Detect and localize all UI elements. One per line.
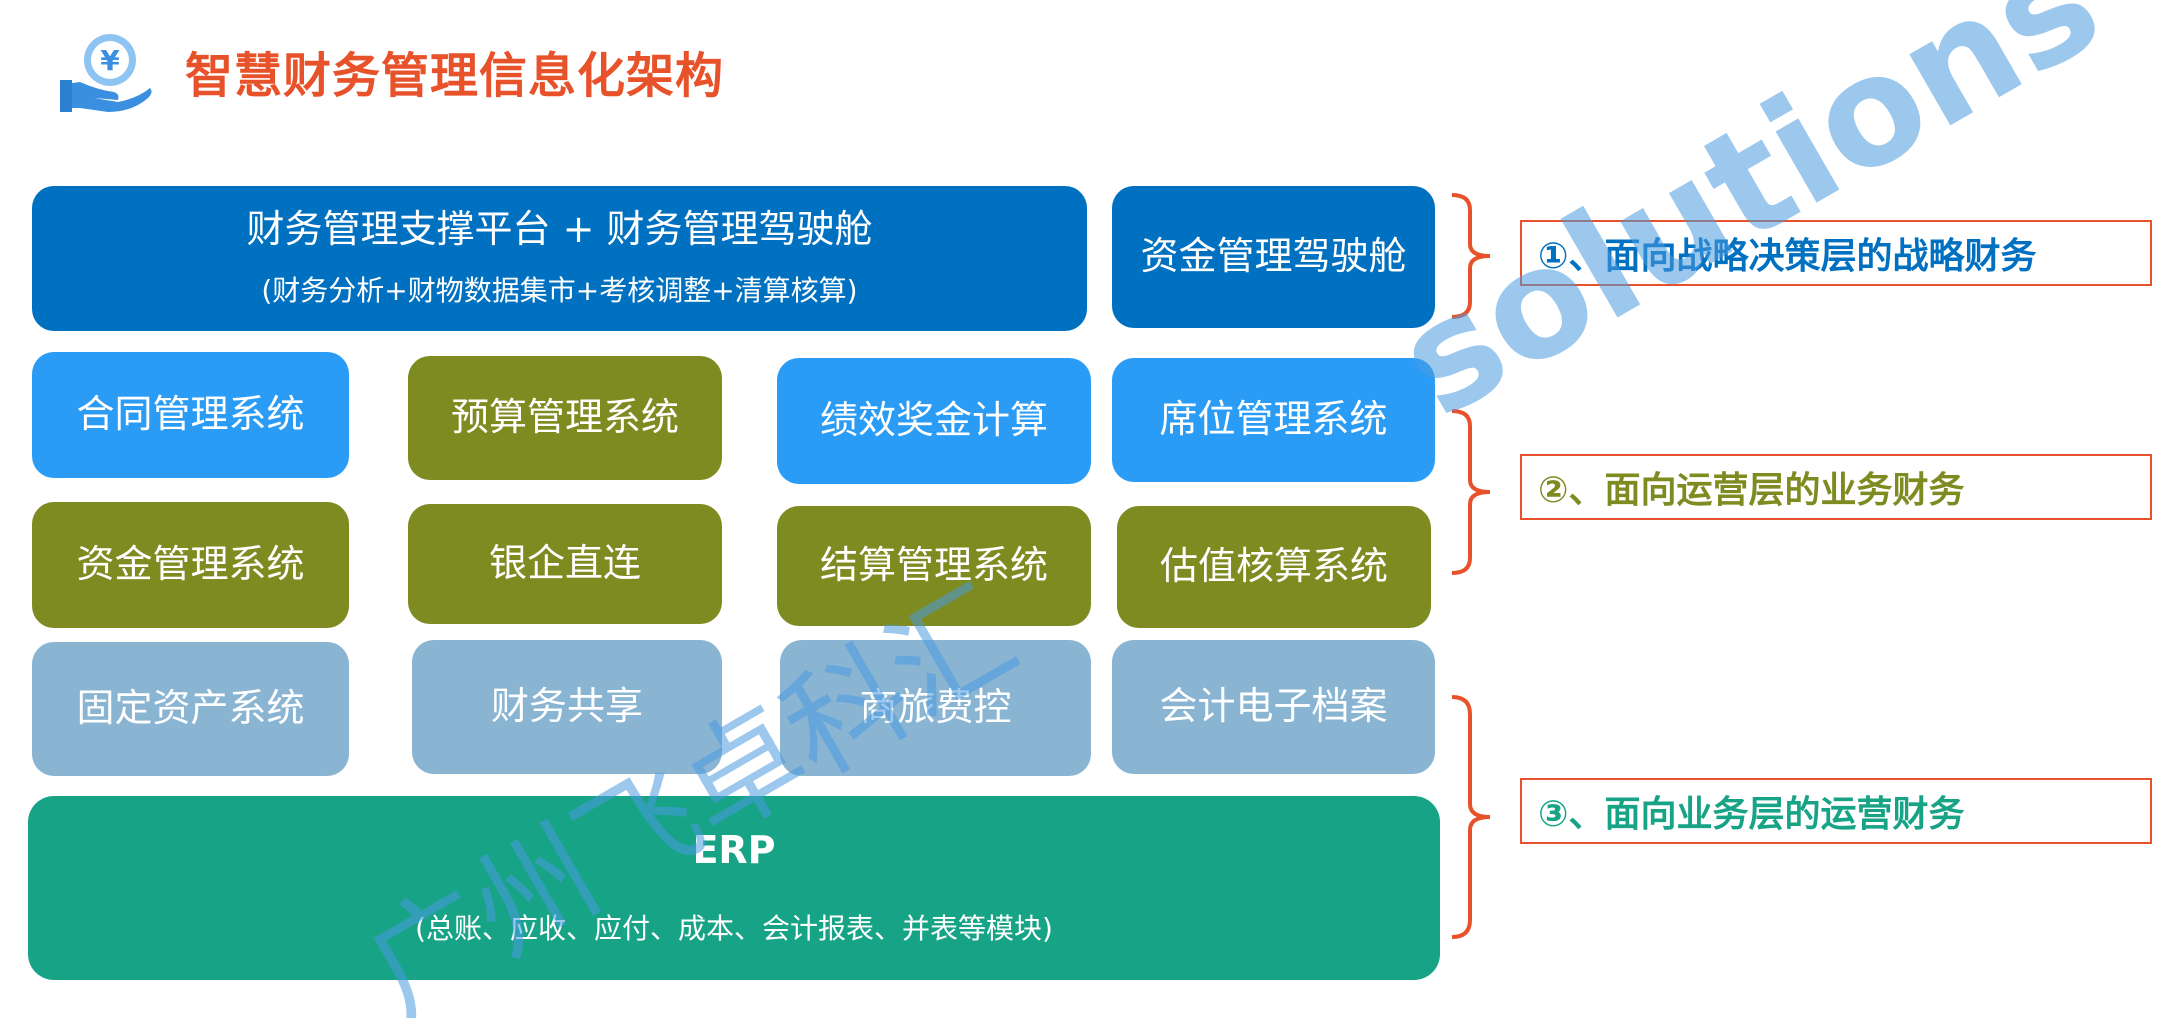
finance-platform-title: 财务管理支撑平台 + 财务管理驾驶舱 <box>246 206 873 251</box>
yen-hand-icon: ¥ <box>60 34 152 112</box>
capital-system-label: 资金管理系统 <box>76 542 305 587</box>
erp-title: ERP <box>692 828 776 873</box>
business-brace-icon <box>1451 695 1491 939</box>
fixed-asset-system-label: 固定资产系统 <box>76 686 305 731</box>
finance-sharing-box[interactable]: 财务共享 <box>412 640 722 774</box>
budget-system-box[interactable]: 预算管理系统 <box>408 356 722 480</box>
capital-system-box[interactable]: 资金管理系统 <box>32 502 349 628</box>
contract-system-box[interactable]: 合同管理系统 <box>32 352 349 478</box>
e-archive-box[interactable]: 会计电子档案 <box>1112 640 1435 774</box>
capital-cockpit-label: 资金管理驾驶舱 <box>1140 234 1407 279</box>
bonus-calc-box[interactable]: 绩效奖金计算 <box>777 358 1091 484</box>
bonus-calc-label: 绩效奖金计算 <box>819 398 1048 443</box>
strategy-layer-label: ①、面向战略决策层的战略财务 <box>1520 220 2152 286</box>
travel-expense-box[interactable]: 商旅费控 <box>780 640 1091 776</box>
finance-platform-subtitle: (财务分析+财物数据集市+考核调整+清算核算) <box>261 274 858 308</box>
yen-glyph: ¥ <box>100 44 120 77</box>
contract-system-label: 合同管理系统 <box>76 392 305 437</box>
business-layer-label: ③、面向业务层的运营财务 <box>1520 778 2152 844</box>
e-archive-label: 会计电子档案 <box>1159 684 1388 729</box>
bank-link-label: 银企直连 <box>488 541 641 586</box>
settlement-system-label: 结算管理系统 <box>819 543 1048 588</box>
travel-expense-label: 商旅费控 <box>859 685 1012 730</box>
fixed-asset-system-box[interactable]: 固定资产系统 <box>32 642 349 776</box>
settlement-system-box[interactable]: 结算管理系统 <box>777 506 1091 626</box>
erp-box[interactable]: ERP (总账、应收、应付、成本、会计报表、并表等模块) <box>28 796 1440 980</box>
strategy-brace-icon <box>1451 193 1491 319</box>
capital-cockpit-box[interactable]: 资金管理驾驶舱 <box>1112 186 1435 328</box>
erp-subtitle: (总账、应收、应付、成本、会计报表、并表等模块) <box>415 911 1053 945</box>
finance-sharing-label: 财务共享 <box>490 684 643 729</box>
page-title: 智慧财务管理信息化架构 <box>185 48 725 104</box>
seat-system-box[interactable]: 席位管理系统 <box>1112 358 1435 482</box>
valuation-system-box[interactable]: 估值核算系统 <box>1117 506 1431 628</box>
bank-link-box[interactable]: 银企直连 <box>408 504 722 624</box>
valuation-system-label: 估值核算系统 <box>1159 544 1388 589</box>
finance-platform-box[interactable]: 财务管理支撑平台 + 财务管理驾驶舱 (财务分析+财物数据集市+考核调整+清算核… <box>32 186 1087 331</box>
operations-brace-icon <box>1451 409 1491 575</box>
operations-layer-label: ②、面向运营层的业务财务 <box>1520 454 2152 520</box>
budget-system-label: 预算管理系统 <box>450 395 679 440</box>
seat-system-label: 席位管理系统 <box>1159 397 1388 442</box>
